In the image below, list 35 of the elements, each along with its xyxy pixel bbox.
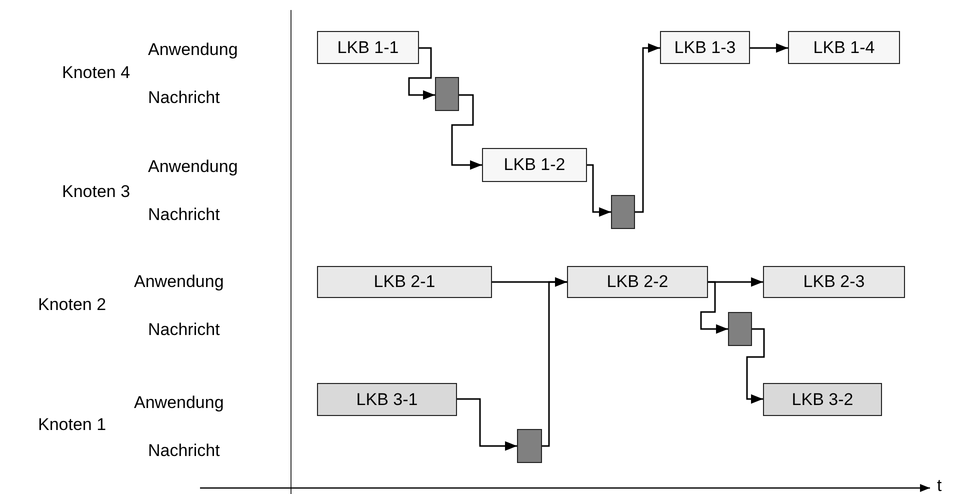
layer-label: Nachricht [148, 88, 220, 108]
layer-label: Anwendung [148, 157, 238, 177]
arrow [700, 281, 728, 334]
arrow [750, 43, 788, 53]
arrow [408, 47, 435, 100]
message-block [611, 195, 635, 229]
task-box: LKB 1-3 [660, 31, 750, 64]
layer-label: Anwendung [148, 40, 238, 60]
layer-label: Nachricht [148, 205, 220, 225]
task-box: LKB 2-2 [567, 266, 708, 298]
node-name: Knoten 2 [38, 295, 106, 315]
task-box: LKB 1-4 [788, 31, 900, 64]
arrow [542, 277, 567, 447]
layer-label: Anwendung [134, 393, 224, 413]
node-name: Knoten 4 [62, 63, 130, 83]
node-name: Knoten 3 [62, 182, 130, 202]
task-box: LKB 3-2 [763, 383, 882, 416]
message-block [435, 77, 459, 111]
task-box: LKB 2-3 [763, 266, 905, 298]
axis-label: t [937, 476, 942, 494]
message-block [517, 429, 542, 463]
message-block [728, 312, 752, 346]
arrow [457, 398, 517, 451]
layer-label: Anwendung [134, 272, 224, 292]
node-name: Knoten 1 [38, 415, 106, 435]
task-box: LKB 2-1 [317, 266, 492, 298]
layer-label: Nachricht [148, 320, 220, 340]
task-box: LKB 1-1 [317, 31, 419, 64]
task-box: LKB 3-1 [317, 383, 457, 416]
arrow [451, 94, 482, 170]
arrow [635, 43, 660, 213]
task-box: LKB 1-2 [482, 148, 587, 182]
arrow [746, 328, 765, 404]
arrow [587, 164, 611, 217]
layer-label: Nachricht [148, 441, 220, 461]
